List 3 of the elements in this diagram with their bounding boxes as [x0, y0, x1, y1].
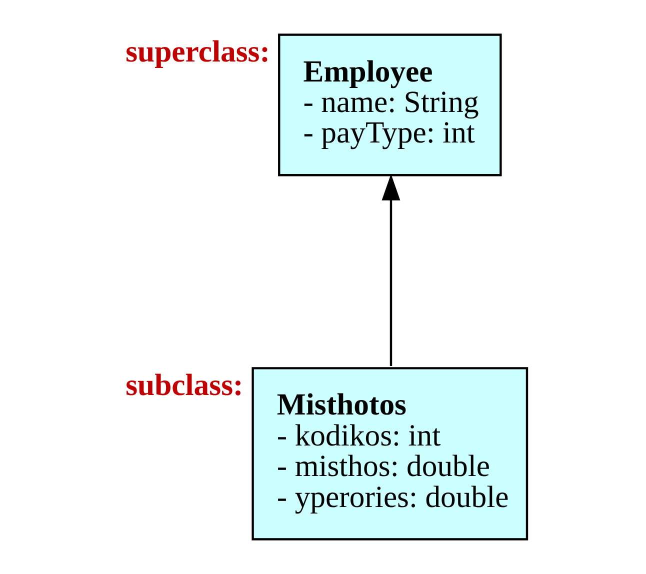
node-label: subclass: — [126, 368, 244, 402]
node-label: superclass: — [126, 34, 270, 69]
arrow — [382, 174, 400, 366]
